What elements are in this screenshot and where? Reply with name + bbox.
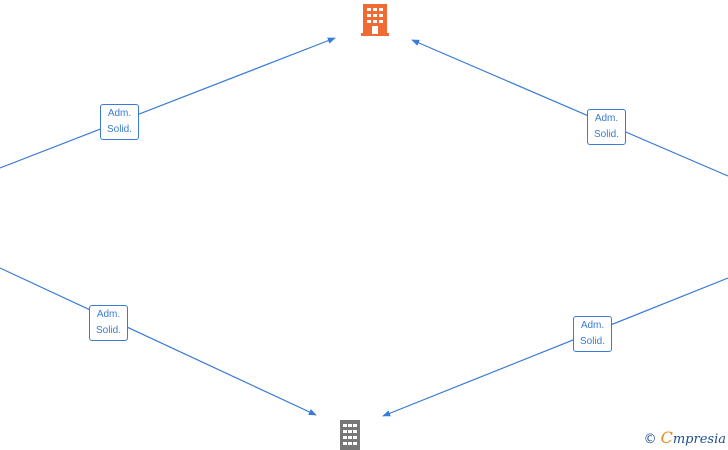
edge-label-line2: Solid.	[580, 336, 606, 347]
edge-line-bottom-right	[382, 277, 728, 417]
edge-label-line1: Adm.	[107, 108, 132, 119]
edge-line-bottom-left	[0, 267, 317, 416]
edge-label[interactable]: Adm. Solid.	[587, 109, 627, 145]
building-icon[interactable]	[340, 420, 360, 450]
edge-label[interactable]: Adm. Solid.	[573, 316, 613, 352]
edge-label-line2: Solid.	[107, 124, 133, 135]
edge-label-line2: Solid.	[594, 129, 620, 140]
brand-name: mpresia	[672, 432, 726, 447]
edge-label-line1: Adm.	[594, 113, 619, 124]
edge-label[interactable]: Adm. Solid.	[89, 305, 129, 341]
empresia-watermark: ©Cmpresia	[644, 428, 726, 447]
edge-label[interactable]: Adm. Solid.	[100, 104, 140, 140]
edge-line-top-left	[0, 37, 336, 169]
edge-label-line1: Adm.	[580, 320, 605, 331]
edge-label-line1: Adm.	[96, 309, 121, 320]
copyright-symbol: ©	[643, 432, 657, 447]
building-icon[interactable]	[361, 4, 389, 36]
brand-initial: C	[660, 428, 673, 447]
edge-label-line2: Solid.	[96, 325, 122, 336]
edge-line-top-right	[411, 39, 728, 177]
